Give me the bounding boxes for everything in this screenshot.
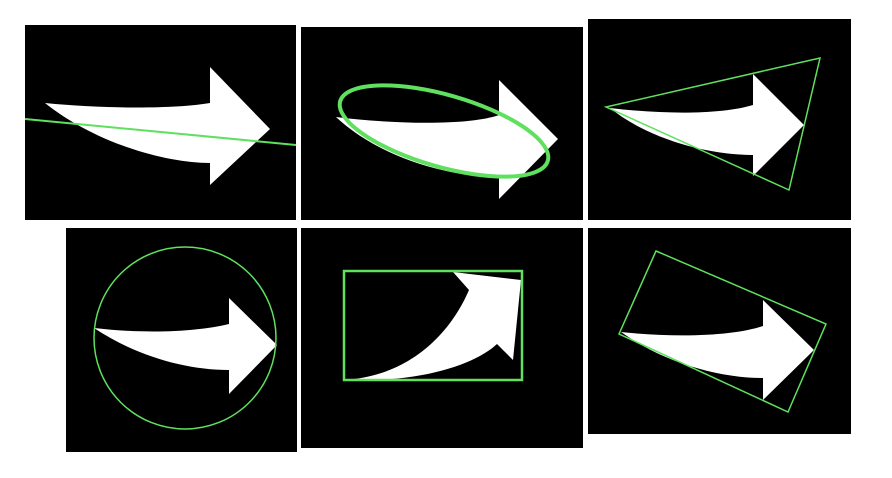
- min-area-rotated-rectangle-panel: [588, 228, 851, 434]
- fitted-line: [25, 118, 296, 146]
- arrow-shape: [94, 298, 277, 394]
- arrow-shape: [610, 74, 804, 176]
- arrow-shape: [621, 300, 814, 400]
- fitted-ellipse: [337, 83, 551, 179]
- arrow-shape: [45, 67, 270, 185]
- fit-ellipse-panel: [301, 27, 583, 220]
- rotated-rectangle: [618, 250, 827, 414]
- arrow-shape: [344, 272, 521, 381]
- fit-line-figure: [25, 67, 296, 185]
- enclosing-triangle: [603, 57, 822, 192]
- min-enclosing-circle-panel: [66, 228, 297, 452]
- min-enclosing-triangle-panel: [588, 19, 851, 220]
- bounding-rectangle: [342, 269, 524, 382]
- min-enclosing-circle-figure: [93, 246, 277, 430]
- bounding-rectangle-panel: [301, 228, 583, 448]
- min-area-rotated-rectangle-figure: [618, 250, 827, 414]
- arrow-shape: [336, 80, 558, 199]
- bounding-rectangle-figure: [342, 269, 524, 382]
- enclosing-circle: [93, 246, 277, 430]
- fit-line-panel: [25, 25, 296, 220]
- fit-ellipse-figure: [336, 80, 558, 199]
- min-enclosing-triangle-figure: [603, 57, 822, 192]
